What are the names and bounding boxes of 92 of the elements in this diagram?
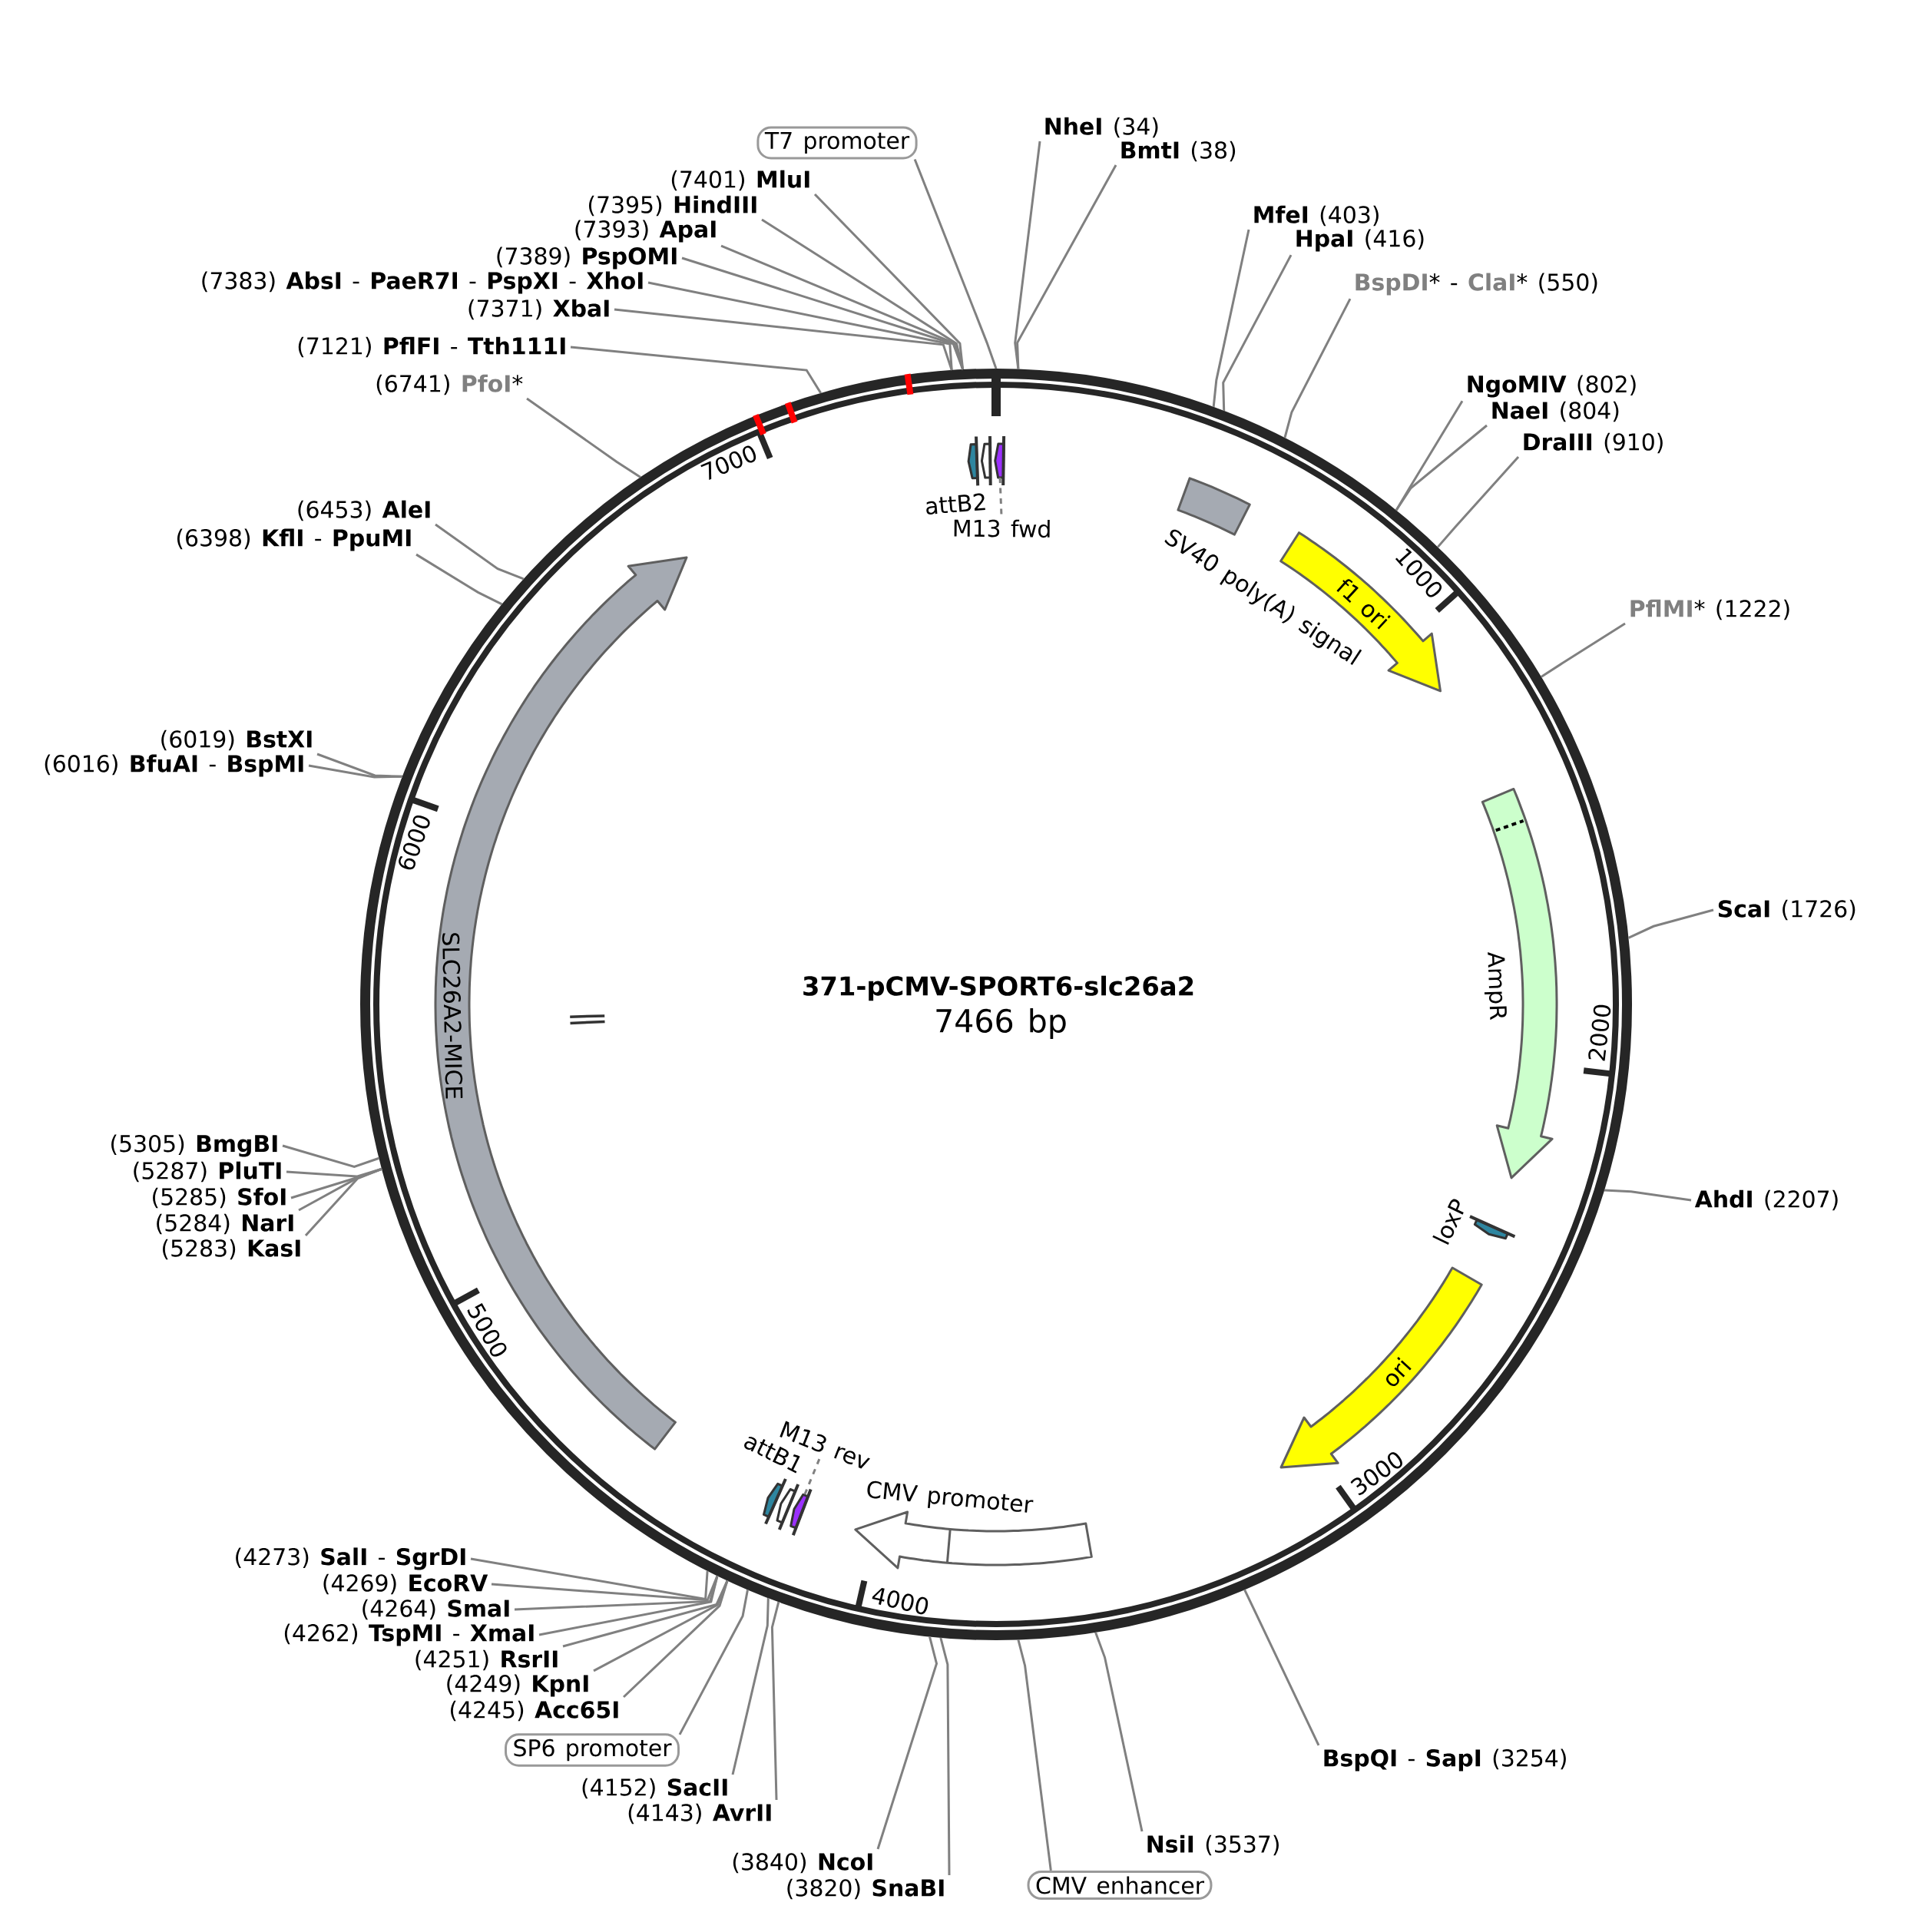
site-label: (3820) SnaBI [787,1878,944,1900]
feature-mark [980,435,992,485]
site-label: (4143) AvrII [628,1803,771,1824]
leader-line [570,346,823,394]
leader-line [1540,622,1626,678]
site-label: NsiI (3537) [1147,1834,1279,1856]
leader-line [1243,1589,1320,1746]
leader-line [435,523,525,581]
site-label: (4251) RsrII [415,1649,558,1671]
feature-mark [994,436,1006,486]
leader-line [562,1580,729,1648]
leader-line [681,256,965,370]
leader-line [1604,1189,1692,1202]
leader-line [813,193,965,370]
site-label: BspQI - SapI (3254) [1324,1748,1566,1772]
site-label: NaeI (804) [1492,401,1619,422]
site-label: (5284) NarI [157,1213,293,1235]
leader-line [1212,229,1250,408]
tick-label: 4000 [872,1587,929,1615]
rounded-label: CMV enhancer [1027,1870,1213,1901]
site-label: (5305) BmgBI [111,1134,277,1157]
site-label: (5283) KasI [163,1239,300,1260]
site-label: MfeI (403) [1254,205,1379,227]
leader-line [1222,254,1293,411]
feature-label: loxP [1432,1199,1464,1245]
leader-line [939,1637,951,1875]
leader-line [1437,456,1520,548]
site-label: AhdI (2207) [1694,1189,1838,1211]
site-label: (4262) TspMI - XmaI [284,1623,534,1646]
site-label: ScaI (1726) [1718,899,1855,921]
leader-line [647,281,953,371]
site-label: HpaI (416) [1296,229,1424,252]
site-label: (7393) ApaI [575,220,716,243]
rounded-label: SP6 promoter [505,1733,680,1767]
leader-line [998,477,1003,514]
site-label: (5285) SfoI [153,1187,286,1209]
site-label: (7401) MluI [671,170,809,191]
site-label: (7371) XbaI [468,299,609,320]
leader-line [1094,1632,1144,1832]
site-label: BspDI* - ClaI* (550) [1356,273,1597,296]
tick-label: 2000 [1588,1004,1611,1061]
site-label: (4264) SmaI [362,1599,509,1620]
leader-line [491,1575,719,1602]
tick-label: 7000 [700,445,756,480]
site-label: (6741) PfoI* [376,374,523,395]
leader-line [526,397,641,478]
leader-line [1627,908,1714,939]
site-label: (6453) AleI [298,500,430,521]
site-label: (6398) KflI - PpuMI [177,528,411,551]
leader-line [1017,1639,1052,1871]
site-label: (7121) PflFI - Tth111I [298,336,565,358]
leader-line [1395,400,1464,511]
leader-line [282,1144,380,1169]
site-label: (4245) Acc65I [451,1700,618,1722]
feature-label: M13 fwd [954,519,1050,538]
leader-line [770,1601,780,1801]
site-mark [570,1014,605,1025]
feature-label: CMV promoter [867,1480,1034,1513]
leader-line [470,1557,709,1601]
leader-line [316,753,403,778]
site-label: BmtI (38) [1121,141,1236,162]
site-label: (6019) BstXI [161,729,312,751]
leader-line [803,1458,821,1495]
site-label: PflMI* (1222) [1630,599,1789,620]
site-label: (4269) EcoRV [323,1573,488,1595]
leader-line [614,308,953,371]
site-label: (7383) AbsI - PaeR7I - PspXI - XhoI [202,271,643,294]
site-label: (5287) PluTI [134,1161,281,1183]
rounded-label: T7 promoter [756,126,918,160]
feature-label: attB2 [926,493,985,515]
leader-line [286,1167,382,1178]
leader-line [913,158,998,369]
leader-line [876,1636,938,1850]
site-label: NheI (34) [1045,117,1158,138]
site-label: (4152) SacII [582,1778,727,1799]
site-label: (7389) PspOMI [497,246,677,270]
length-label: 7466 bp [936,1008,1066,1039]
site-label: DraIII (910) [1524,432,1663,454]
leader-line [1016,164,1117,369]
site-label: (6016) BfuAI - BspMI [45,754,303,777]
site-label: (7395) HindIII [588,195,756,217]
leader-line [731,1597,770,1775]
site-label: NgoMIV (802) [1468,375,1636,398]
leader-line [415,553,503,606]
feature-label: AmpR [1484,952,1507,1021]
leader-line [1395,424,1488,511]
site-label: (4249) KpnI [447,1674,588,1697]
site-label: (4273) SalI - SgrDI [236,1547,465,1570]
leader-line [1283,298,1352,438]
title: 371-pCMV-SPORT6-slc26a2 [803,975,1193,1001]
site-label: (3840) NcoI [733,1852,872,1874]
leader-line [678,1589,749,1735]
